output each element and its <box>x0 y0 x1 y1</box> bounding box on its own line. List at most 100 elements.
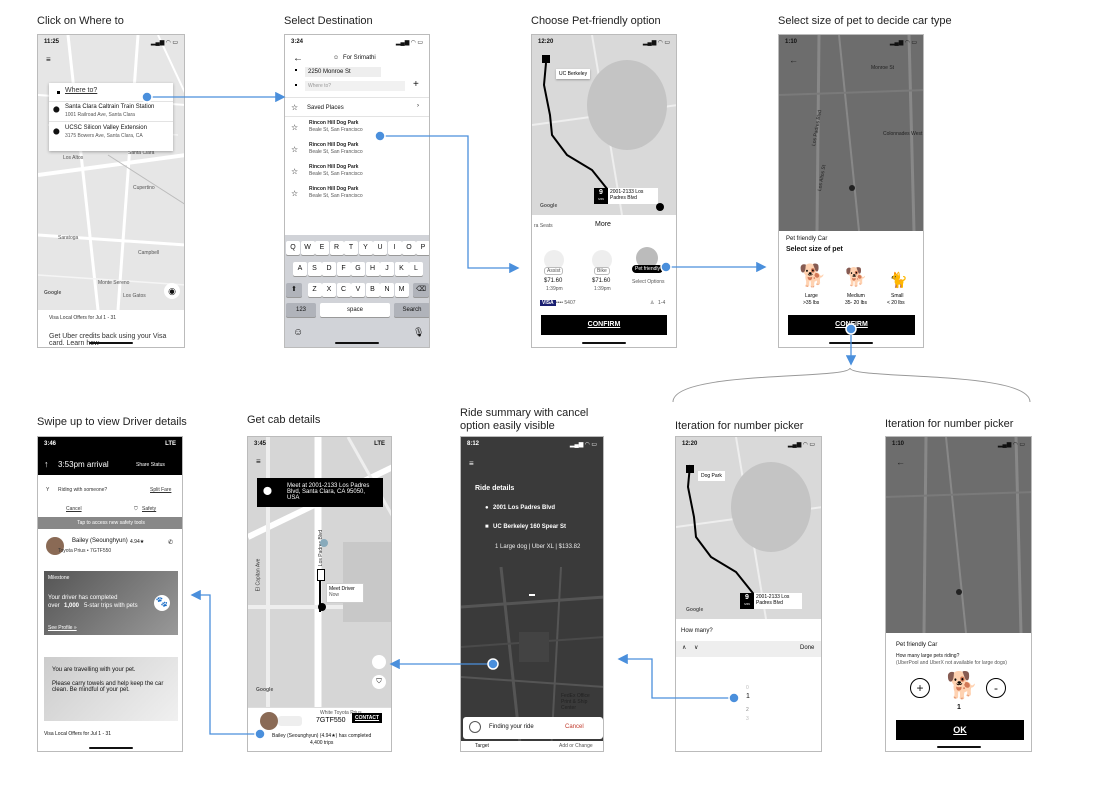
result-name[interactable]: Rincon Hill Dog Park <box>309 164 359 170</box>
key[interactable]: T <box>344 241 358 255</box>
cancel-button[interactable]: Cancel <box>565 724 584 730</box>
map-view[interactable]: Dog Park 9 MIN 2001-2133 Los Padres Blvd… <box>676 437 821 619</box>
cancel-link[interactable]: Cancel <box>66 506 82 512</box>
offer-body[interactable]: Get Uber credits back using your Visa ca… <box>49 333 167 347</box>
assist-car-icon[interactable] <box>544 250 564 270</box>
numbers-key[interactable]: 123 <box>286 303 316 317</box>
split-fare-link[interactable]: Split Fare <box>150 487 172 493</box>
map-view[interactable]: UC Berkeley 9 MIN 2001-2133 Los Padres B… <box>532 35 676 215</box>
key[interactable]: W <box>300 241 315 255</box>
medium-dog-icon[interactable]: 🐕 <box>845 267 868 287</box>
picker-option[interactable]: 2 <box>746 707 749 713</box>
add-change-link[interactable]: Add or Change <box>559 743 593 749</box>
key[interactable]: D <box>322 262 336 276</box>
driver-avatar[interactable] <box>260 712 278 730</box>
done-button[interactable]: Done <box>800 645 815 651</box>
chevron-down-icon[interactable]: ∨ <box>694 645 699 651</box>
safety-link[interactable]: Safety <box>142 506 157 512</box>
key[interactable]: B <box>365 283 380 297</box>
key[interactable]: X <box>322 283 336 297</box>
menu-icon[interactable]: ≡ <box>256 457 261 466</box>
key[interactable]: A <box>293 262 307 276</box>
see-profile-link[interactable]: See Profile » <box>48 625 77 631</box>
key[interactable]: L <box>409 262 423 276</box>
where-to-input[interactable]: Where to? <box>65 87 98 94</box>
chevron-up-icon[interactable]: ∧ <box>682 645 687 651</box>
picker-option[interactable]: 3 <box>746 716 749 722</box>
key[interactable]: S <box>307 262 322 276</box>
cab-sheet: White Toyota Prius 7GTF550 CONTACT Baile… <box>248 707 391 751</box>
home-indicator <box>89 342 133 344</box>
menu-icon[interactable]: ≡ <box>46 55 51 64</box>
emoji-icon[interactable]: ☺ <box>293 327 304 338</box>
result-name[interactable]: Rincon Hill Dog Park <box>309 142 359 148</box>
key[interactable]: C <box>336 283 351 297</box>
locate-icon[interactable]: ◉ <box>164 283 180 299</box>
key[interactable]: V <box>351 283 365 297</box>
key[interactable]: J <box>380 262 394 276</box>
confirm-button[interactable]: CONFIRM <box>541 315 667 335</box>
from-field[interactable]: 2250 Monroe St <box>305 67 381 77</box>
key[interactable]: N <box>380 283 394 297</box>
map-view[interactable]: Monroe St Los Padres Blvd Colonnades Wes… <box>779 35 923 231</box>
picker-option[interactable]: 0 <box>746 685 749 691</box>
key[interactable]: I <box>387 241 402 255</box>
shift-key-icon[interactable]: ⬆ <box>286 283 302 297</box>
map-view[interactable]: ← <box>886 437 1031 633</box>
recenter-icon[interactable] <box>372 655 386 669</box>
confirm-button[interactable]: CONFIRM <box>788 315 915 335</box>
menu-icon[interactable]: ≡ <box>469 459 474 468</box>
space-key[interactable]: space <box>320 303 390 317</box>
up-arrow-icon[interactable]: ↑ <box>44 459 49 469</box>
key[interactable]: R <box>329 241 344 255</box>
to-field[interactable]: Where to? <box>305 81 405 91</box>
place-name[interactable]: UCSC Silicon Valley Extension <box>65 125 147 131</box>
key[interactable]: G <box>351 262 365 276</box>
option-name[interactable]: Pet friendly <box>632 265 664 273</box>
key[interactable]: F <box>336 262 351 276</box>
shield-icon[interactable]: ⛉ <box>372 675 386 689</box>
map-view[interactable]: Cupertino Monte Sereno Los Gatos Campbel… <box>38 35 184 310</box>
place-name[interactable]: Santa Clara Caltrain Train Station <box>65 104 155 110</box>
contact-button[interactable]: CONTACT <box>352 713 383 723</box>
key[interactable]: O <box>402 241 416 255</box>
backspace-key-icon[interactable]: ⌫ <box>413 283 429 297</box>
key[interactable]: H <box>365 262 380 276</box>
saved-places[interactable]: Saved Places <box>307 105 344 111</box>
map-roads <box>779 35 923 231</box>
safety-banner[interactable]: Tap to access new safety tools <box>38 517 182 529</box>
seats-tab[interactable]: ra Seats <box>534 223 553 229</box>
back-arrow-icon[interactable]: ← <box>293 53 303 64</box>
card-number[interactable]: •••• 5407 <box>556 300 576 306</box>
search-key[interactable]: Search <box>394 303 429 317</box>
key[interactable]: Q <box>286 241 300 255</box>
key[interactable]: Y <box>358 241 373 255</box>
plus-button[interactable]: + <box>910 678 930 698</box>
map-view[interactable]: FedEx Office Print & Ship Center <box>461 437 603 751</box>
key[interactable]: K <box>394 262 409 276</box>
key[interactable]: P <box>416 241 429 255</box>
share-status[interactable]: Share Status <box>136 462 165 468</box>
key[interactable]: Z <box>307 283 322 297</box>
recenter-icon[interactable] <box>656 203 664 211</box>
key[interactable]: E <box>315 241 329 255</box>
back-arrow-icon[interactable]: ← <box>896 457 905 467</box>
driver-avatar[interactable] <box>46 537 64 555</box>
picker-option-selected[interactable]: 1 <box>746 693 750 700</box>
microphone-icon[interactable]: 🎙 <box>413 327 425 337</box>
back-arrow-icon[interactable]: ← <box>789 55 798 65</box>
bike-icon[interactable] <box>592 250 612 270</box>
ok-button[interactable]: OK <box>896 720 1024 740</box>
result-name[interactable]: Rincon Hill Dog Park <box>309 120 359 126</box>
large-dog-icon[interactable]: 🐕 <box>799 263 827 288</box>
minus-button[interactable]: - <box>986 678 1006 698</box>
pet-friendly-icon[interactable] <box>636 247 658 269</box>
key[interactable]: U <box>373 241 387 255</box>
more-tab[interactable]: More <box>595 221 611 228</box>
for-rider-label[interactable]: For Srimathi <box>343 55 376 61</box>
add-stop-icon[interactable]: + <box>413 79 419 90</box>
phone-icon[interactable]: ✆ <box>168 540 174 546</box>
result-name[interactable]: Rincon Hill Dog Park <box>309 186 359 192</box>
small-cat-icon[interactable]: 🐈 <box>889 272 908 289</box>
key[interactable]: M <box>394 283 409 297</box>
